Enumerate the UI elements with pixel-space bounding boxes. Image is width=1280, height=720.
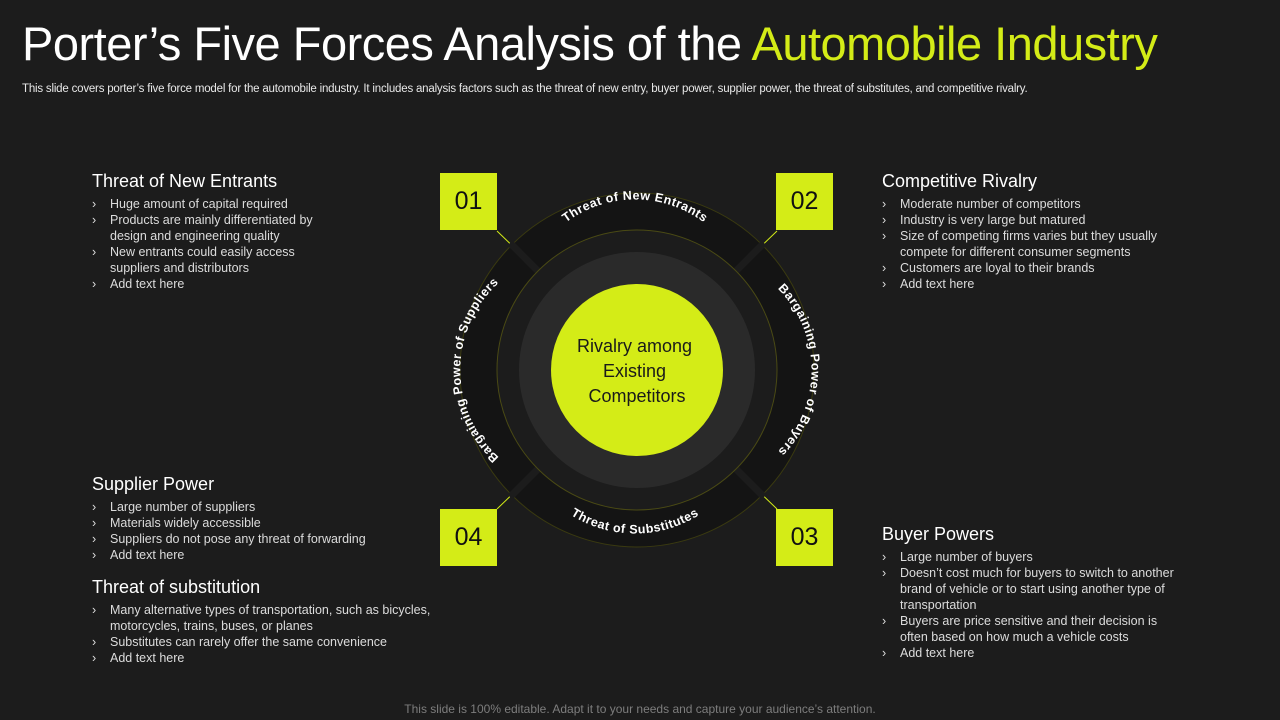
block-heading: Buyer Powers [882,524,995,544]
list-item: Products are mainly differentiated by de… [92,212,342,244]
title-accent: Automobile Industry [751,17,1158,70]
list-item: Substitutes can rarely offer the same co… [92,634,462,650]
bullet-list: Many alternative types of transportation… [92,602,462,666]
bullet-list: Large number of buyers Doesn’t cost much… [882,549,1182,661]
bullet-list: Large number of suppliers Materials wide… [92,499,402,563]
block-buyer: Buyer Powers Large number of buyers Does… [882,524,1182,661]
block-rivalry: Competitive Rivalry Moderate number of c… [882,171,1182,292]
center-label: Rivalry among Existing Competitors [577,336,697,406]
block-heading: Supplier Power [92,474,215,494]
list-item: Add text here [92,650,462,666]
block-new-entrants: Threat of New Entrants Huge amount of ca… [92,171,342,292]
block-heading: Competitive Rivalry [882,171,1038,191]
number-box-03: 03 [776,509,833,566]
list-item: Large number of suppliers [92,499,402,515]
list-item: Add text here [92,547,402,563]
list-item: Many alternative types of transportation… [92,602,462,634]
number-box-01: 01 [440,173,497,230]
list-item: Add text here [882,276,1182,292]
number-box-02: 02 [776,173,833,230]
list-item: Suppliers do not pose any threat of forw… [92,531,402,547]
list-item: Add text here [92,276,342,292]
number-box-04: 04 [440,509,497,566]
list-item: Add text here [882,645,1182,661]
list-item: Industry is very large but matured [882,212,1182,228]
list-item: Huge amount of capital required [92,196,342,212]
block-supplier: Supplier Power Large number of suppliers… [92,474,402,563]
block-heading: Threat of substitution [92,577,261,597]
list-item: Large number of buyers [882,549,1182,565]
list-item: Doesn’t cost much for buyers to switch t… [882,565,1182,613]
footer-note: This slide is 100% editable. Adapt it to… [404,702,876,716]
list-item: Customers are loyal to their brands [882,260,1182,276]
page-subtitle: This slide covers porter’s five force mo… [22,83,1028,95]
title-main: Porter’s Five Forces Analysis of the [22,17,752,70]
bullet-list: Moderate number of competitors Industry … [882,196,1182,292]
center-circle [551,284,723,456]
list-item: Moderate number of competitors [882,196,1182,212]
block-substitution: Threat of substitution Many alternative … [92,577,462,666]
block-heading: Threat of New Entrants [92,171,278,191]
page-title: Porter’s Five Forces Analysis of the Aut… [22,16,1158,71]
list-item: New entrants could easily access supplie… [92,244,342,276]
bullet-list: Huge amount of capital required Products… [92,196,342,292]
list-item: Buyers are price sensitive and their dec… [882,613,1182,645]
list-item: Materials widely accessible [92,515,402,531]
list-item: Size of competing firms varies but they … [882,228,1182,260]
